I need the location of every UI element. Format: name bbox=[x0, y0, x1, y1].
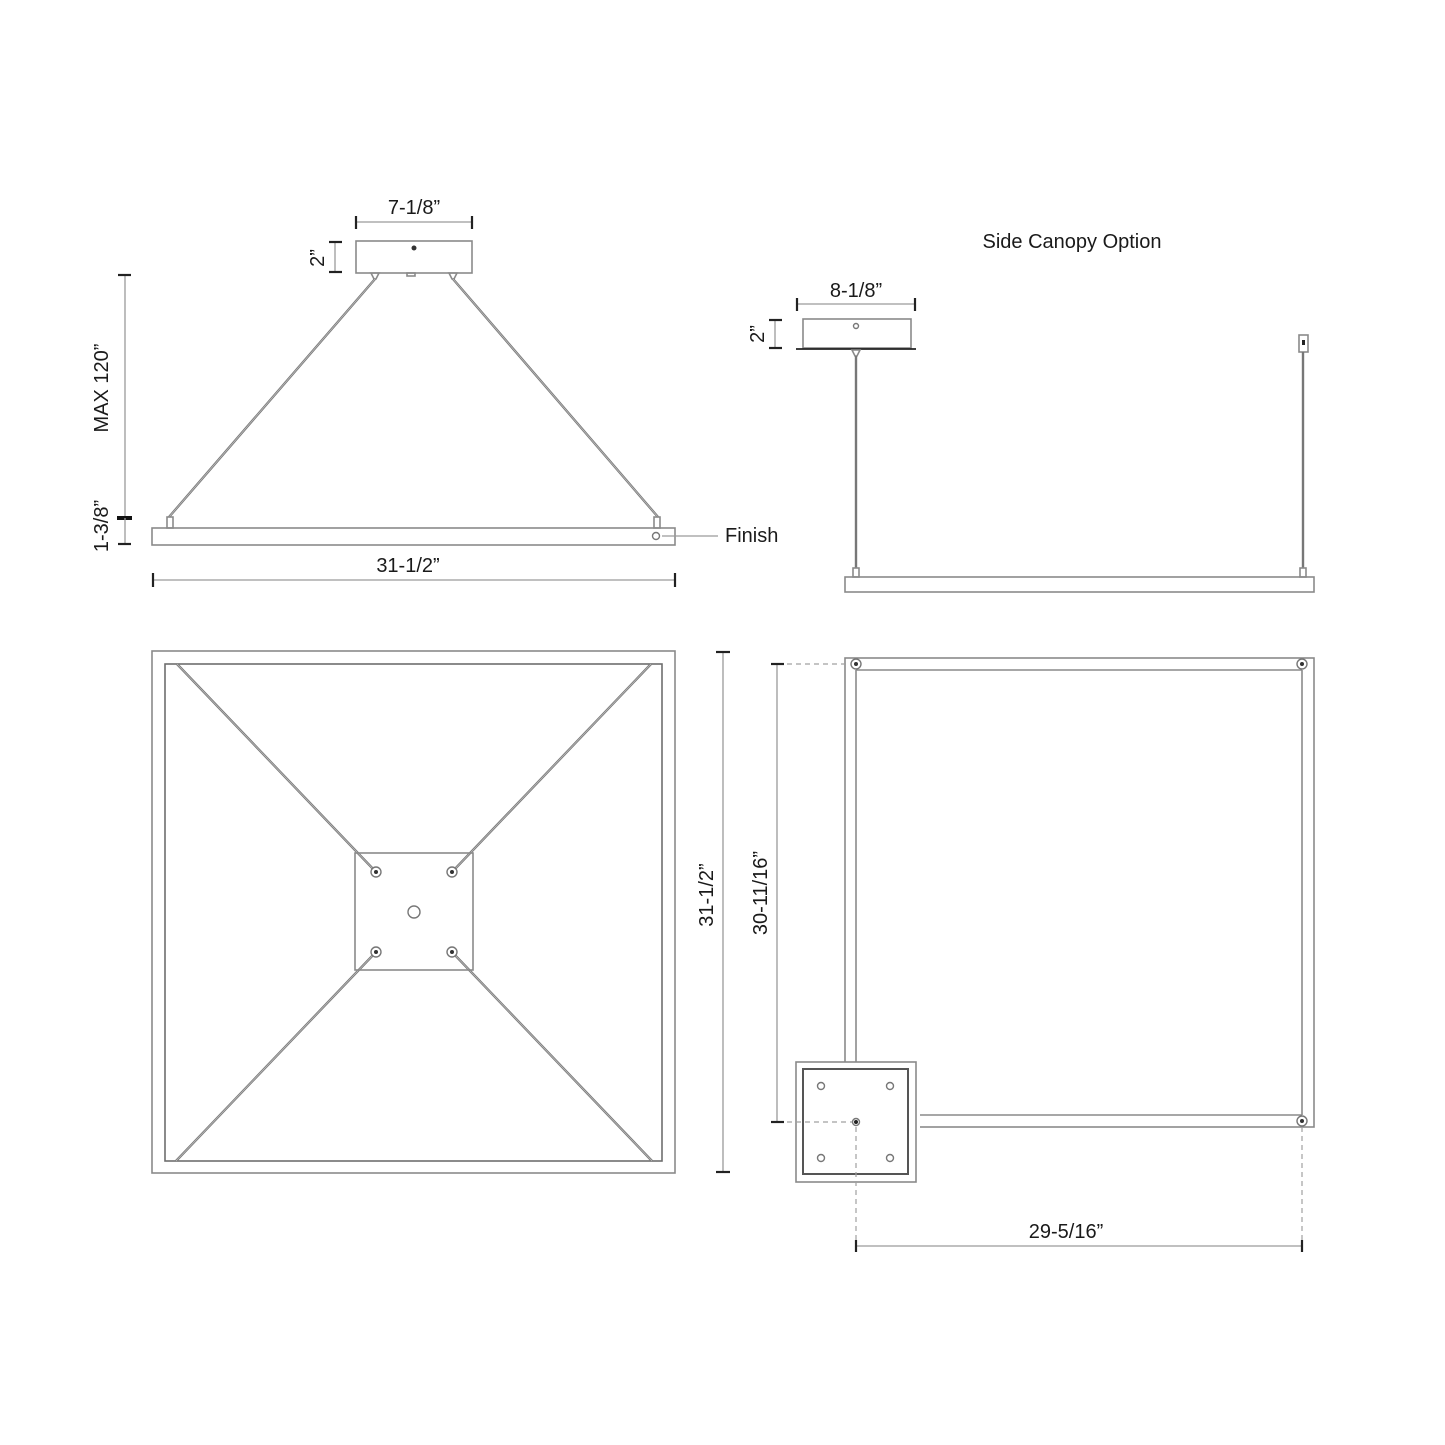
side-plan-depth-label: 30-11/16” bbox=[750, 851, 772, 935]
max-drop-dimension: MAX 120” bbox=[91, 273, 132, 520]
side-plan-width-label: 29-5/16” bbox=[1029, 1221, 1104, 1243]
front-elevation-view: 7-1/8” 2” Finish bbox=[91, 197, 778, 587]
plan-depth-dimension: 31-1/2” bbox=[696, 650, 730, 1174]
canopy-width-label: 7-1/8” bbox=[388, 197, 440, 219]
plan-canopy bbox=[354, 852, 474, 971]
side-canopy-plan-view: 30-11/16” 29-5/16” bbox=[750, 657, 1315, 1252]
canopy-screw-icon bbox=[411, 245, 417, 251]
plan-frame-outer bbox=[151, 650, 676, 1174]
side-canopy-title: Side Canopy Option bbox=[982, 231, 1161, 253]
side-fixture-frame bbox=[844, 576, 1315, 593]
finish-label: Finish bbox=[725, 525, 778, 547]
plan-depth-label: 31-1/2” bbox=[696, 863, 718, 926]
side-canopy-elevation-view: Side Canopy Option 8-1/8” 2” bbox=[747, 231, 1315, 593]
finish-indicator bbox=[651, 531, 661, 541]
overall-width-dimension: 31-1/2” bbox=[151, 555, 677, 587]
side-plan-frame-outer bbox=[844, 657, 1315, 1128]
side-canopy-width-label: 8-1/8” bbox=[830, 280, 882, 302]
side-canopy-height-dimension: 2” bbox=[747, 318, 782, 350]
overall-width-label: 31-1/2” bbox=[376, 555, 439, 577]
side-canopy-height-label: 2” bbox=[747, 325, 769, 343]
side-plan-depth-dimension: 30-11/16” bbox=[750, 662, 784, 1124]
side-plan-width-dimension: 29-5/16” bbox=[854, 1221, 1304, 1252]
plan-canopy-center-hole bbox=[407, 905, 421, 919]
canopy-height-label: 2” bbox=[307, 249, 329, 267]
max-drop-label: MAX 120” bbox=[91, 344, 113, 433]
side-canopy-width-dimension: 8-1/8” bbox=[795, 280, 917, 311]
frame-height-label: 1-3/8” bbox=[91, 500, 113, 552]
plan-view: 31-1/2” bbox=[151, 650, 730, 1174]
side-canopy bbox=[802, 318, 912, 349]
plan-frame-inner bbox=[164, 663, 663, 1162]
fixture-frame-side bbox=[151, 527, 676, 546]
frame-height-dimension: 1-3/8” bbox=[91, 500, 131, 552]
canopy-height-dimension: 2” bbox=[307, 240, 342, 274]
canopy-width-dimension: 7-1/8” bbox=[354, 197, 474, 229]
